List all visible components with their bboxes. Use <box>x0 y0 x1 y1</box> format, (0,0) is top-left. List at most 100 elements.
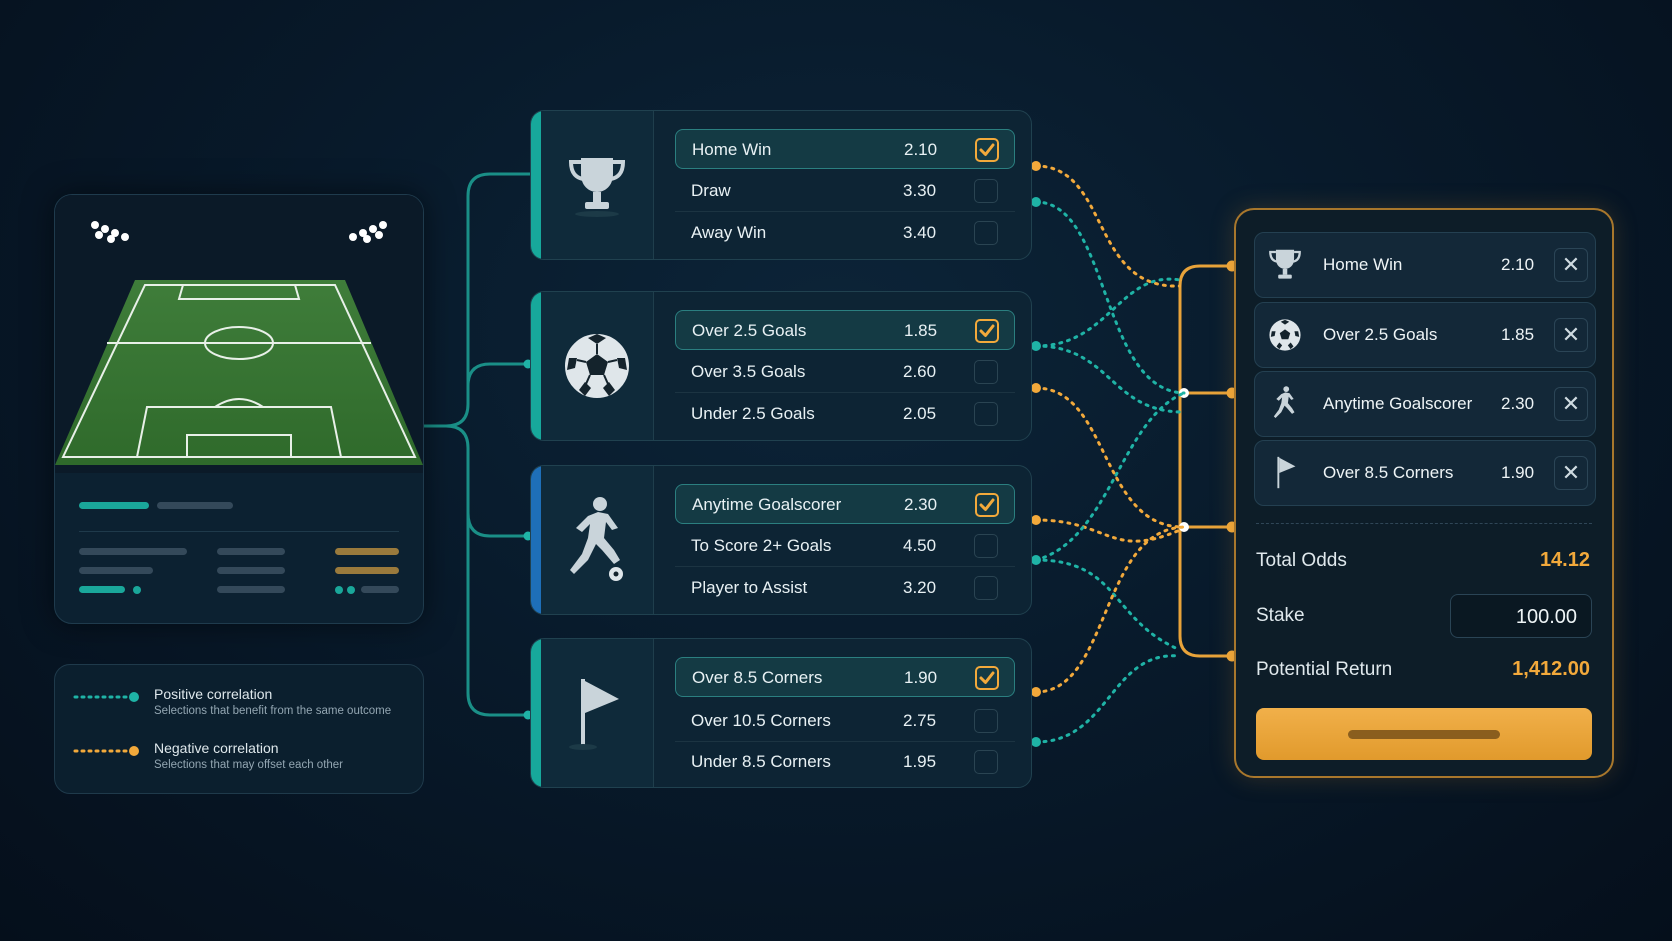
option-label: Home Win <box>692 140 772 159</box>
option-checkbox[interactable] <box>975 666 999 690</box>
option-row[interactable]: Away Win 3.40 <box>675 213 1015 253</box>
option-checkbox[interactable] <box>974 360 998 384</box>
option-checkbox[interactable] <box>974 402 998 426</box>
group-accent <box>531 111 541 259</box>
option-row[interactable]: Under 2.5 Goals 2.05 <box>675 394 1015 434</box>
option-row[interactable]: Home Win 2.10 <box>675 129 1015 169</box>
option-row[interactable]: Over 3.5 Goals 2.60 <box>675 352 1015 393</box>
bet-slip: Home Win 2.10 ✕ Over 2.5 Goals 1.85 ✕ An… <box>1234 208 1614 778</box>
placeholder-bar-gold <box>335 567 399 574</box>
divider <box>1256 523 1592 524</box>
potential-return-value: 1,412.00 <box>1512 658 1590 680</box>
market-group-goals: Over 2.5 Goals 1.85 Over 3.5 Goals 2.60 … <box>530 291 1032 441</box>
bet-slip-leg[interactable]: Home Win 2.10 ✕ <box>1254 232 1596 298</box>
divider <box>675 392 1015 393</box>
option-checkbox[interactable] <box>975 319 999 343</box>
option-label: Under 8.5 Corners <box>691 752 831 771</box>
option-checkbox[interactable] <box>974 221 998 245</box>
remove-leg-button[interactable]: ✕ <box>1554 248 1588 282</box>
button-label-placeholder <box>1348 730 1500 739</box>
leg-odds: 1.85 <box>1501 325 1535 344</box>
trophy-icon <box>1265 245 1305 285</box>
correlation-legend: Positive correlation Selections that ben… <box>54 664 424 794</box>
divider <box>675 566 1015 567</box>
leg-label: Anytime Goalscorer <box>1323 394 1473 413</box>
option-row[interactable]: Over 10.5 Corners 2.75 <box>675 701 1015 742</box>
option-label: Over 2.5 Goals <box>692 321 807 340</box>
divider <box>675 741 1015 742</box>
check-icon <box>979 143 995 156</box>
option-label: Anytime Goalscorer <box>692 495 842 514</box>
bet-slip-leg[interactable]: Anytime Goalscorer 2.30 ✕ <box>1254 371 1596 437</box>
option-row[interactable]: Over 2.5 Goals 1.85 <box>675 310 1015 350</box>
leg-label: Over 8.5 Corners <box>1323 463 1454 482</box>
check-icon <box>979 324 995 337</box>
match-card[interactable] <box>54 194 424 624</box>
option-label: To Score 2+ Goals <box>691 536 832 555</box>
option-checkbox[interactable] <box>975 493 999 517</box>
option-row[interactable]: Anytime Goalscorer 2.30 <box>675 484 1015 524</box>
group-accent <box>531 292 541 440</box>
option-odds: 2.05 <box>903 404 937 423</box>
option-label: Draw <box>691 181 731 200</box>
option-odds: 1.85 <box>904 321 938 340</box>
option-odds: 4.50 <box>903 536 937 555</box>
option-checkbox[interactable] <box>974 709 998 733</box>
option-label: Under 2.5 Goals <box>691 404 815 423</box>
option-row[interactable]: Draw 3.30 <box>675 171 1015 212</box>
total-odds-value: 14.12 <box>1539 549 1590 571</box>
leg-odds: 2.30 <box>1501 394 1535 413</box>
bet-slip-leg[interactable]: Over 2.5 Goals 1.85 ✕ <box>1254 302 1596 368</box>
leg-odds: 2.10 <box>1501 255 1535 274</box>
stake-input[interactable]: 100.00 <box>1450 594 1592 638</box>
check-icon <box>979 671 995 684</box>
option-label: Player to Assist <box>691 578 808 597</box>
remove-leg-button[interactable]: ✕ <box>1554 387 1588 421</box>
option-row[interactable]: Over 8.5 Corners 1.90 <box>675 657 1015 697</box>
placeholder-bar-gold <box>335 548 399 555</box>
option-odds: 2.10 <box>904 140 938 159</box>
status-dot <box>347 586 355 594</box>
option-row[interactable]: Under 8.5 Corners 1.95 <box>675 742 1015 782</box>
option-row[interactable]: To Score 2+ Goals 4.50 <box>675 526 1015 567</box>
remove-leg-button[interactable]: ✕ <box>1554 456 1588 490</box>
player-kicking-icon <box>541 466 654 614</box>
place-bet-button[interactable] <box>1256 708 1592 760</box>
option-label: Over 3.5 Goals <box>691 362 806 381</box>
option-label: Over 10.5 Corners <box>691 711 831 730</box>
placeholder-bar <box>79 548 187 555</box>
option-label: Away Win <box>691 223 767 242</box>
stadium-pitch-image <box>55 195 423 473</box>
option-checkbox[interactable] <box>974 576 998 600</box>
option-odds: 3.30 <box>903 181 937 200</box>
option-row[interactable]: Player to Assist 3.20 <box>675 568 1015 608</box>
option-odds: 2.75 <box>903 711 937 730</box>
option-odds: 3.20 <box>903 578 937 597</box>
football-icon <box>541 292 654 440</box>
stake-value: 100.00 <box>1515 606 1577 628</box>
positive-correlation-subtitle: Selections that benefit from the same ou… <box>154 705 392 717</box>
option-checkbox[interactable] <box>975 138 999 162</box>
leg-label: Home Win <box>1323 255 1403 274</box>
negative-correlation-subtitle: Selections that may offset each other <box>154 759 344 771</box>
option-checkbox[interactable] <box>974 750 998 774</box>
placeholder-bar <box>157 502 233 509</box>
group-accent <box>531 466 541 614</box>
remove-leg-button[interactable]: ✕ <box>1554 318 1588 352</box>
option-odds: 1.95 <box>903 752 937 771</box>
option-odds: 3.40 <box>903 223 937 242</box>
placeholder-bar <box>217 567 285 574</box>
option-checkbox[interactable] <box>974 179 998 203</box>
option-odds: 2.30 <box>904 495 938 514</box>
trophy-icon <box>541 111 654 259</box>
positive-correlation-title: Positive correlation <box>154 686 273 702</box>
bet-slip-leg[interactable]: Over 8.5 Corners 1.90 ✕ <box>1254 440 1596 506</box>
positive-correlation-swatch <box>73 692 139 702</box>
player-kicking-icon <box>1265 384 1305 424</box>
option-checkbox[interactable] <box>974 534 998 558</box>
placeholder-bar <box>217 586 285 593</box>
placeholder-bar <box>79 567 153 574</box>
divider <box>79 531 399 532</box>
potential-return-label: Potential Return <box>1256 659 1393 680</box>
leg-odds: 1.90 <box>1501 463 1535 482</box>
